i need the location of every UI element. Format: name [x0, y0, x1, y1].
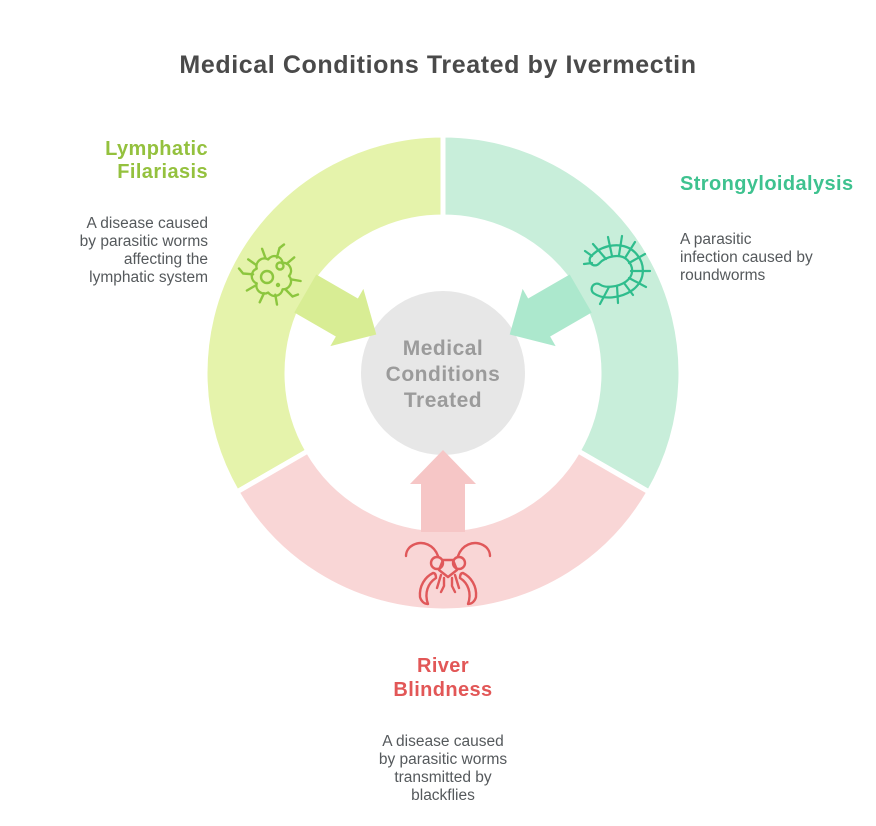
label-river-blindness: River Blindness	[393, 655, 493, 701]
section-lymphatic-filariasis: Lymphatic Filariasis A disease caused by…	[8, 120, 208, 305]
description-strongyloidalysis: A parasitic infection caused by roundwor…	[680, 231, 813, 284]
arrow-strongyloidalysis	[509, 274, 592, 347]
center-circle	[361, 291, 525, 455]
segment-lymphatic-filariasis	[202, 132, 446, 495]
page-title: Medical Conditions Treated by Ivermectin	[179, 51, 697, 79]
section-strongyloidalysis: Strongyloidalysis A parasitic infection …	[680, 155, 876, 303]
worm-icon	[582, 234, 652, 306]
label-lymphatic-filariasis: Lymphatic Filariasis	[105, 138, 208, 183]
section-river-blindness: River Blindness A disease caused by para…	[313, 636, 573, 823]
blackfly-icon	[404, 541, 492, 606]
center-label: Medical Conditions Treated	[385, 337, 501, 412]
arrow-river-blindness	[410, 450, 476, 532]
label-strongyloidalysis: Strongyloidalysis	[680, 173, 854, 195]
arrow-lymphatic-filariasis	[294, 274, 377, 347]
description-river-blindness: A disease caused by parasitic worms tran…	[378, 733, 508, 804]
description-lymphatic-filariasis: A disease caused by parasitic worms affe…	[79, 215, 208, 286]
microbe-icon	[237, 243, 302, 306]
segment-strongyloidalysis	[440, 132, 684, 495]
